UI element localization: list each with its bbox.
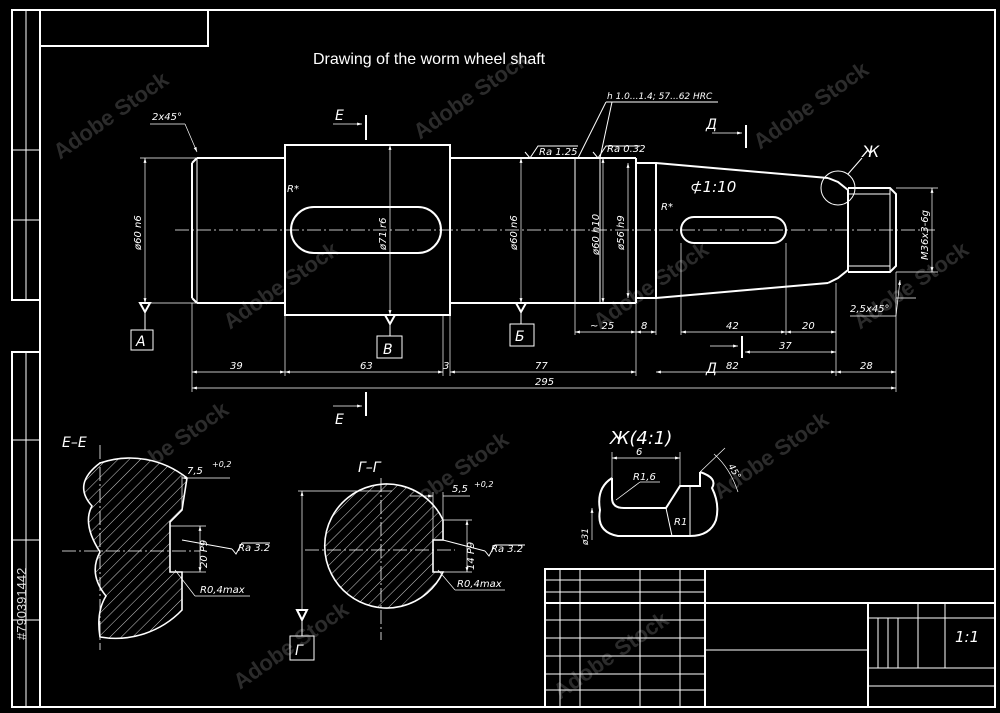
dim-37: 37 — [779, 341, 792, 352]
detail-zh-6: 6 — [636, 447, 642, 458]
section-gg-roughness: Ra 3.2 — [491, 544, 523, 555]
detail-zh-marker: Ж — [861, 142, 880, 161]
shaft-main-view — [175, 144, 935, 316]
section-cut-marks — [333, 115, 747, 416]
section-gg-width: 5,5 — [452, 484, 468, 495]
svg-text:Adobe Stock: Adobe Stock — [849, 236, 974, 334]
section-ee-roughness: Ra 3.2 — [238, 543, 270, 554]
detail-zh-r16: R1,6 — [633, 472, 656, 483]
cut-d-top-label: Д — [705, 117, 717, 133]
datum-v-label: В — [383, 342, 393, 358]
cut-e-top-label: Е — [335, 108, 344, 124]
main-dimensions — [140, 123, 938, 392]
dim-295: 295 — [535, 377, 554, 388]
section-g-label: Г — [295, 643, 304, 659]
cut-d-bottom-label: Д — [705, 361, 717, 377]
chamfer-left-label: 2x45° — [152, 112, 182, 123]
svg-text:Adobe Stock: Adobe Stock — [219, 236, 344, 334]
cut-e-bottom-label: Е — [335, 412, 344, 428]
dim-39: 39 — [230, 361, 243, 372]
dia-60-h10: ø60 h10 — [591, 214, 602, 256]
watermark-layer: Adobe Stock Adobe Stock Adobe Stock Adob… — [49, 46, 974, 704]
detail-zh-title: Ж(4:1) — [609, 428, 672, 449]
section-gg-title: Г–Г — [358, 460, 382, 476]
datum-markers — [130, 302, 535, 359]
datum-a-label: A — [135, 334, 146, 350]
radius-mark-right: R* — [661, 202, 673, 213]
dia-60-n6-left: ø60 n6 — [133, 215, 144, 251]
section-gg-tol: +0,2 — [474, 480, 493, 489]
stock-id-label: #790391442 — [14, 568, 29, 640]
dia-56-h9: ø56 h9 — [616, 215, 627, 251]
section-ee-width: 7,5 — [187, 466, 203, 477]
scale-label: 1:1 — [955, 628, 979, 646]
svg-text:Adobe Stock: Adobe Stock — [549, 606, 674, 704]
datum-b-label: Б — [515, 329, 525, 345]
dia-71-r6: ø71 r6 — [378, 218, 389, 252]
dim-82: 82 — [726, 361, 739, 372]
hardness-note: h 1.0...1.4; 57...62 HRC — [607, 92, 713, 102]
radius-mark-left: R* — [287, 184, 299, 195]
dim-63: 63 — [360, 361, 373, 372]
drawing-frame — [11, 9, 996, 708]
svg-text:Adobe Stock: Adobe Stock — [229, 596, 354, 694]
svg-text:Adobe Stock: Adobe Stock — [749, 56, 874, 154]
dim-8: 8 — [641, 321, 647, 332]
dia-60-n6-mid: ø60 n6 — [509, 215, 520, 251]
svg-text:Adobe Stock: Adobe Stock — [589, 236, 714, 334]
chamfer-right-label: 2,5x45° — [850, 304, 890, 315]
section-ee-radius: R0,4max — [200, 585, 245, 596]
dim-25: ~ 25 — [590, 321, 614, 332]
section-ee-slot: 20 P9 — [199, 540, 210, 568]
title-block — [544, 568, 996, 708]
roughness-1: Ra 1.25 — [539, 147, 578, 158]
section-ee-title: Е–Е — [62, 435, 87, 451]
dim-3: 3 — [443, 361, 449, 372]
dim-42: 42 — [726, 321, 739, 332]
section-gg-slot: 14 P9 — [466, 542, 477, 570]
dim-28: 28 — [860, 361, 873, 372]
roughness-2: Ra 0.32 — [607, 144, 646, 155]
drawing-title: Drawing of the worm wheel shaft — [313, 51, 546, 68]
section-gg — [289, 478, 525, 661]
thread-label: M36x3-6g — [920, 210, 931, 260]
section-ee-tol: +0,2 — [212, 460, 231, 469]
dim-77: 77 — [535, 361, 548, 372]
section-ee — [62, 445, 270, 650]
taper-label: ⊄1:10 — [690, 178, 736, 196]
roughness-symbols — [524, 101, 718, 159]
svg-text:Adobe Stock: Adobe Stock — [709, 406, 834, 504]
section-gg-radius: R0,4max — [457, 579, 502, 590]
dim-20: 20 — [802, 321, 815, 332]
detail-zh — [590, 447, 739, 540]
detail-zh-r1: R1 — [674, 517, 687, 528]
detail-zh-d31: ø31 — [581, 528, 591, 546]
